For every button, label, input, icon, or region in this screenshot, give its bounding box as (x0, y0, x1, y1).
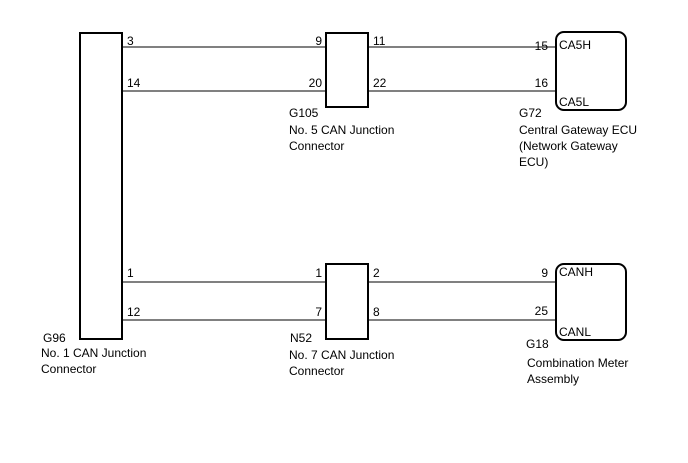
n52-pin-1: 1 (315, 266, 322, 280)
g96-code-label: G96 (43, 331, 66, 345)
wire-n52-2-to-g18-9 (368, 281, 568, 290)
g72-code-label: G72 (519, 106, 542, 120)
n52-code-label: N52 (290, 331, 312, 345)
g18-signal-low: CANL (559, 325, 591, 339)
g18-name-line2: Assembly (527, 372, 579, 386)
g105-code-label: G105 (289, 106, 319, 120)
g72-pin-15: 15 (535, 39, 549, 53)
g105-name-line2: Connector (289, 139, 344, 153)
g96-name-line2: Connector (41, 362, 96, 376)
n52-pin-8: 8 (373, 305, 380, 319)
g72-name-line2: (Network Gateway (519, 139, 618, 153)
g96-pin-12: 12 (127, 305, 141, 319)
g96-pin-14: 14 (127, 76, 141, 90)
g105-pin-9: 9 (315, 34, 322, 48)
g96-name-line1: No. 1 CAN Junction (41, 346, 146, 360)
g18-code-label: G18 (526, 337, 549, 351)
g96-connector-box (79, 32, 123, 340)
g18-name-line1: Combination Meter (527, 356, 628, 370)
g72-pin-16: 16 (535, 76, 549, 90)
g72-ecu-box (555, 31, 627, 111)
g18-meter-box (555, 263, 627, 341)
g72-signal-low: CA5L (559, 95, 589, 109)
g18-pin-25: 25 (535, 304, 549, 318)
n52-connector-box (325, 263, 369, 340)
g105-connector-box (325, 32, 369, 108)
g105-pin-20: 20 (309, 76, 323, 90)
n52-name-line2: Connector (289, 364, 344, 378)
n52-name-line1: No. 7 CAN Junction (289, 348, 394, 362)
n52-pin-7: 7 (315, 305, 322, 319)
g96-pin-1: 1 (127, 266, 134, 280)
g105-pin-11: 11 (373, 34, 386, 48)
g72-name-line1: Central Gateway ECU (519, 123, 637, 137)
g96-pin-3: 3 (127, 34, 134, 48)
g105-pin-22: 22 (373, 76, 387, 90)
g18-pin-9: 9 (541, 266, 548, 280)
g18-signal-high: CANH (559, 265, 593, 279)
n52-pin-2: 2 (373, 266, 380, 280)
g72-signal-high: CA5H (559, 38, 591, 52)
g72-name-line3: ECU) (519, 155, 548, 169)
g105-name-line1: No. 5 CAN Junction (289, 123, 394, 137)
